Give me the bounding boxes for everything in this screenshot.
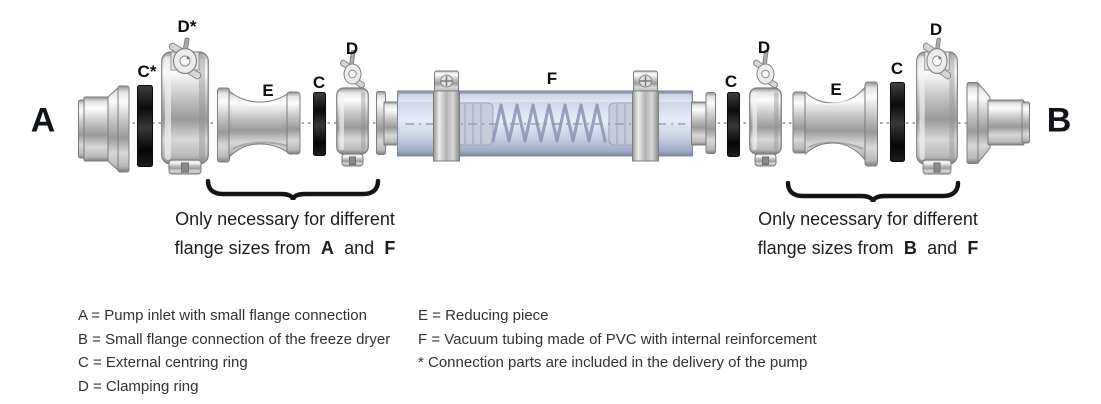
centring-ring-c-right-1 xyxy=(727,92,740,157)
annotation-right-line1: Only necessary for different xyxy=(758,209,978,229)
annotation-left-mid: and xyxy=(344,238,375,258)
annotation-right-bold-f: F xyxy=(967,238,979,258)
legend-item-d: D = Clamping ring xyxy=(78,377,199,395)
centring-ring-c-star xyxy=(137,85,153,167)
legend-item-b: B = Small flange connection of the freez… xyxy=(78,330,391,348)
annotation-left-bold-f: F xyxy=(384,238,396,258)
label-c-left: C xyxy=(312,73,326,92)
label-d-left: D xyxy=(345,39,359,58)
internal-reinforcement-coil xyxy=(491,103,607,143)
label-d-star: D* xyxy=(177,17,197,36)
centring-ring-c-left xyxy=(313,92,326,156)
label-c-right-2: C xyxy=(890,59,904,78)
legend-item-a: A = Pump inlet with small flange connect… xyxy=(78,307,367,324)
label-f: F xyxy=(546,69,558,88)
label-d-right-1: D xyxy=(757,38,771,57)
label-c-right-1: C xyxy=(724,72,738,91)
annotation-left-line2: flange sizes from A and F xyxy=(168,234,402,263)
clamping-ring-d-right-1 xyxy=(749,50,782,167)
annotation-right-bold-b: B xyxy=(903,238,917,258)
centring-ring-c-right-2 xyxy=(890,82,905,162)
annotation-right-prefix: flange sizes from xyxy=(757,238,894,258)
annotation-left-prefix: flange sizes from xyxy=(174,238,311,258)
legend-item-asterisk: * Connection parts are included in the d… xyxy=(418,354,808,371)
tube-ferrule-right xyxy=(691,92,716,154)
legend-item-c: C = External centring ring xyxy=(78,354,248,371)
legend-item-f: F = Vacuum tubing made of PVC with inter… xyxy=(418,330,817,348)
brace-right xyxy=(785,181,961,203)
label-d-right-2: D xyxy=(929,20,943,39)
clamping-ring-d-right-2 xyxy=(916,37,958,175)
freeze-dryer-flange xyxy=(966,82,1030,165)
legend-item-e: E = Reducing piece xyxy=(418,307,549,324)
endpoint-b-label: B xyxy=(1046,101,1072,140)
annotation-right-mid: and xyxy=(927,238,958,258)
label-e-right: E xyxy=(830,80,842,99)
hose-clamp-right xyxy=(632,70,659,162)
annotation-right-line2: flange sizes from B and F xyxy=(751,234,985,263)
annotation-left-line1: Only necessary for different xyxy=(175,209,395,229)
annotation-left: Only necessary for different flange size… xyxy=(168,205,402,263)
endpoint-a-label: A xyxy=(30,101,56,140)
annotation-right: Only necessary for different flange size… xyxy=(751,205,985,263)
clamping-ring-d-star xyxy=(161,37,209,175)
pump-inlet-flange xyxy=(78,84,130,174)
tube-ferrule-left xyxy=(376,91,400,155)
brace-left xyxy=(205,179,381,201)
annotation-left-bold-a: A xyxy=(320,238,334,258)
reducing-piece-left xyxy=(217,87,301,163)
reducing-piece-right xyxy=(792,81,878,167)
legend-left-column: A = Pump inlet with small flange connect… xyxy=(78,304,390,398)
clamping-ring-d-left xyxy=(336,50,369,167)
legend-right-column: E = Reducing piece F = Vacuum tubing mad… xyxy=(418,304,817,375)
label-c-star: C* xyxy=(137,62,157,81)
label-e-left: E xyxy=(262,81,274,100)
hose-clamp-left xyxy=(433,70,460,162)
